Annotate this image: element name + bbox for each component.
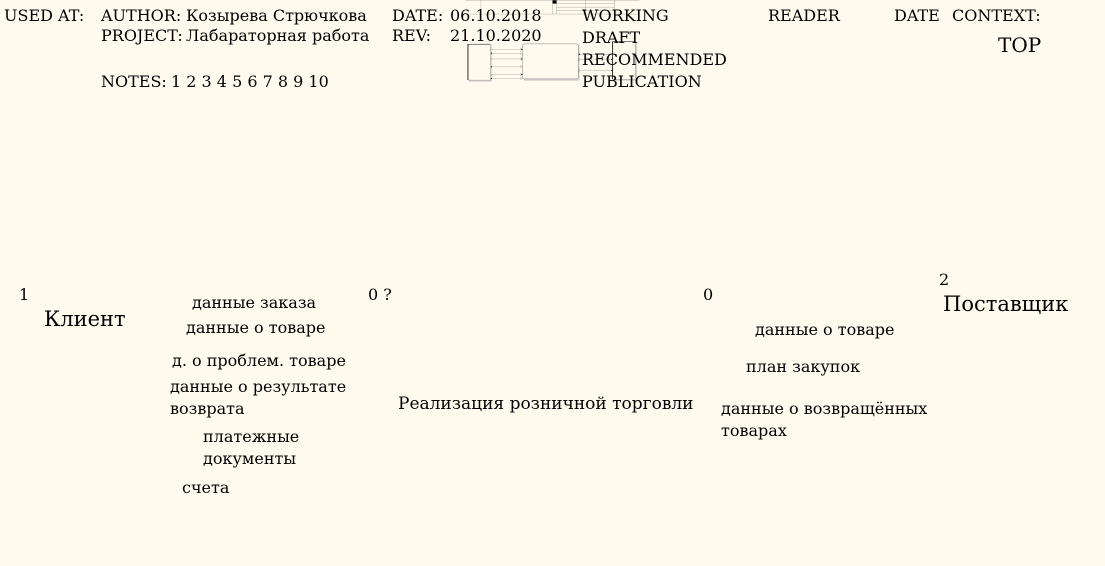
process-cost: 0 <box>703 285 714 304</box>
label-return-result-1: данные о результате <box>170 377 347 396</box>
label-order-data: данные заказа <box>192 293 317 312</box>
supplier-name[interactable]: Поставщик <box>943 292 1069 316</box>
label-payment-docs-2: документы <box>203 449 297 468</box>
project-label: PROJECT: <box>101 26 183 45</box>
rev-value: 21.10.2020 <box>450 26 542 45</box>
label-product-data-supplier: данные о товаре <box>755 320 895 339</box>
date-label: DATE: <box>392 6 444 25</box>
reader-date-label: DATE <box>894 6 940 25</box>
process-name[interactable]: Реализация розничной торговли <box>398 394 694 414</box>
project-value: Лабараторная работа <box>186 26 370 45</box>
label-payment-docs-1: платежные <box>203 427 300 446</box>
label-returned-goods-1: данные о возвращённых <box>721 399 928 418</box>
process-id: 0 ? <box>368 285 392 304</box>
tunnel-brackets <box>520 48 580 80</box>
flow-lines <box>490 48 613 80</box>
notes-label: NOTES: <box>101 72 167 91</box>
client-name[interactable]: Клиент <box>44 307 126 331</box>
status-recommended: RECOMMENDED <box>582 50 727 69</box>
context-value: TOP <box>998 33 1042 57</box>
diagram-lines <box>465 0 640 82</box>
working-status-marker <box>552 0 557 4</box>
client-box <box>467 44 491 81</box>
process-box <box>522 43 579 80</box>
label-return-result-2: возврата <box>170 399 245 418</box>
client-number: 1 <box>19 285 30 304</box>
rev-label: REV: <box>392 26 432 45</box>
label-problem-product: д. о проблем. товаре <box>172 351 346 370</box>
header-frame <box>465 0 640 15</box>
notes-values: 1 2 3 4 5 6 7 8 9 10 <box>171 72 329 91</box>
label-returned-goods-2: товарах <box>721 421 787 440</box>
context-label: CONTEXT: <box>952 6 1041 25</box>
author-label: AUTHOR: <box>101 6 182 25</box>
status-working: WORKING <box>582 6 669 25</box>
label-purchase-plan: план закупок <box>746 357 861 376</box>
status-publication: PUBLICATION <box>582 72 702 91</box>
label-invoices: счета <box>182 478 230 497</box>
date-value: 06.10.2018 <box>450 6 542 25</box>
reader-label: READER <box>768 6 840 25</box>
status-draft: DRAFT <box>582 28 641 47</box>
supplier-number: 2 <box>939 270 950 289</box>
used-at-label: USED AT: <box>4 6 85 25</box>
label-product-data-client: данные о товаре <box>186 318 326 337</box>
author-value: Козырева Стрючкова <box>186 6 367 25</box>
